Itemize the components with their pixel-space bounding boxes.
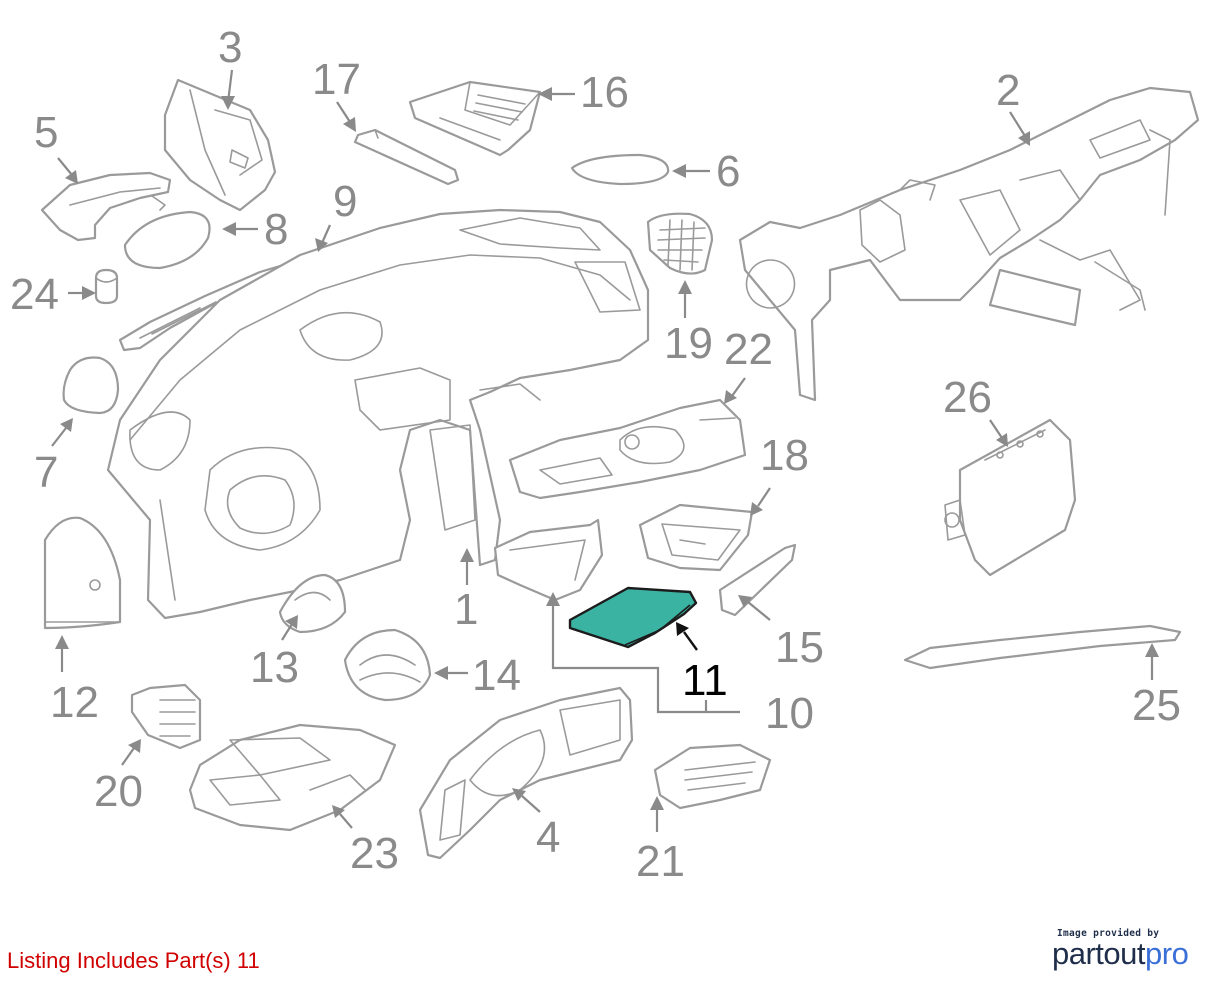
part-15-panel	[718, 543, 797, 617]
part-10-bracket	[493, 518, 604, 602]
callout-21: 21	[636, 837, 685, 886]
part-22-console	[508, 398, 747, 500]
callout-25: 25	[1132, 681, 1181, 730]
callout-8: 8	[264, 205, 288, 254]
part-11-highlighted	[568, 586, 698, 649]
callout-5: 5	[34, 108, 58, 157]
part-5-trim	[40, 171, 172, 242]
part-19-vent	[646, 212, 714, 275]
callout-23: 23	[350, 829, 399, 878]
part-3-housing	[163, 78, 277, 212]
callout-2: 2	[996, 66, 1020, 115]
partoutpro-logo: Image provided by partoutpro	[1052, 928, 1202, 974]
callout-3: 3	[218, 23, 242, 72]
callout-7: 7	[34, 448, 58, 497]
callout-19: 19	[664, 319, 713, 368]
part-7-cap	[62, 356, 120, 415]
callout-13: 13	[250, 643, 299, 692]
callout-24: 24	[10, 270, 59, 319]
callout-22: 22	[724, 325, 773, 374]
part-26-airbag	[944, 418, 1077, 577]
callout-labels: 3 17 16 2 5 6 9 8 24 19 22 26 18 7 1 15 …	[10, 23, 1181, 886]
part-4-bezel	[418, 686, 634, 860]
image-credit: Image provided by	[1057, 928, 1160, 939]
brand-wordmark-part2: pro	[1145, 936, 1189, 971]
part-20-vent	[130, 683, 202, 750]
brand-wordmark-part1: partout	[1052, 936, 1146, 971]
callout-15: 15	[775, 623, 824, 672]
part-18-tray	[638, 503, 754, 572]
part-6-lid	[570, 153, 670, 186]
part-24-knob	[94, 268, 119, 305]
part-14-boot	[343, 628, 432, 702]
part-25-rail	[903, 624, 1182, 670]
part-23-bracket	[188, 723, 397, 832]
part-17-strip	[353, 128, 460, 186]
callout-26: 26	[943, 373, 992, 422]
callout-16: 16	[580, 68, 629, 117]
listing-includes-text: Listing Includes Part(s) 11	[7, 948, 260, 973]
leader-lines	[51, 69, 1159, 832]
part-2-crossbeam	[738, 86, 1200, 402]
part-21-vent	[653, 743, 772, 810]
callout-17: 17	[312, 55, 361, 104]
part-16-vent	[408, 80, 542, 157]
brand-wordmark: partoutpro	[1052, 936, 1189, 972]
callout-11: 11	[682, 656, 728, 705]
callout-6: 6	[716, 147, 740, 196]
callout-4: 4	[536, 813, 560, 862]
callout-14: 14	[472, 651, 521, 700]
callout-20: 20	[94, 767, 143, 816]
callout-12: 12	[50, 678, 99, 727]
callout-1: 1	[454, 585, 478, 634]
callout-18: 18	[760, 431, 809, 480]
part-12-endcap	[43, 516, 122, 630]
callout-10: 10	[765, 689, 814, 738]
part-8-cover	[123, 210, 211, 270]
callout-9: 9	[333, 177, 357, 226]
